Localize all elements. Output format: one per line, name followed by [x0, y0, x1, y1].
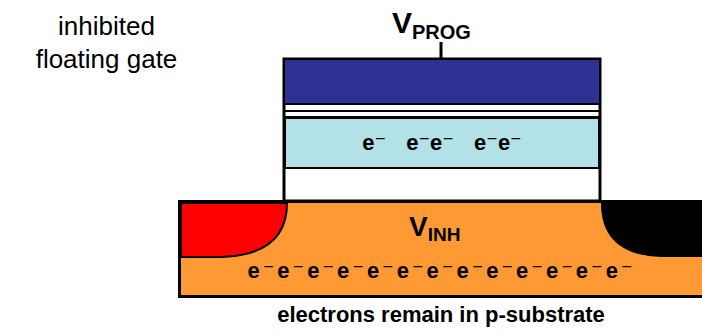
floating-gate: e⁻ e⁻e⁻ e⁻e⁻ — [286, 119, 598, 167]
device-label: inhibited floating gate — [14, 10, 199, 76]
control-gate — [285, 60, 599, 104]
voltage-subscript: PROG — [412, 20, 471, 44]
voltage-symbol: V — [392, 6, 412, 40]
oxide-layer-line — [285, 110, 599, 112]
floating-gate-fill — [285, 118, 599, 168]
caption: electrons remain in p-substrate — [277, 301, 605, 329]
p-substrate: VINH e⁻e⁻e⁻e⁻e⁻e⁻e⁻e⁻e⁻e⁻e⁻e⁻e⁻ — [178, 200, 702, 298]
electron-row: e⁻e⁻e⁻e⁻e⁻e⁻e⁻e⁻e⁻e⁻e⁻e⁻e⁻ — [247, 257, 635, 285]
voltage-subscript: INH — [428, 224, 461, 246]
voltage-symbol: V — [409, 211, 428, 243]
drain-region — [601, 203, 702, 257]
electron-group: e⁻ e⁻e⁻ e⁻e⁻ — [362, 129, 521, 157]
gate-stack-outline — [284, 59, 600, 201]
source-region — [181, 203, 287, 257]
prog-wire — [440, 42, 443, 60]
oxide-layer-line — [285, 103, 599, 105]
